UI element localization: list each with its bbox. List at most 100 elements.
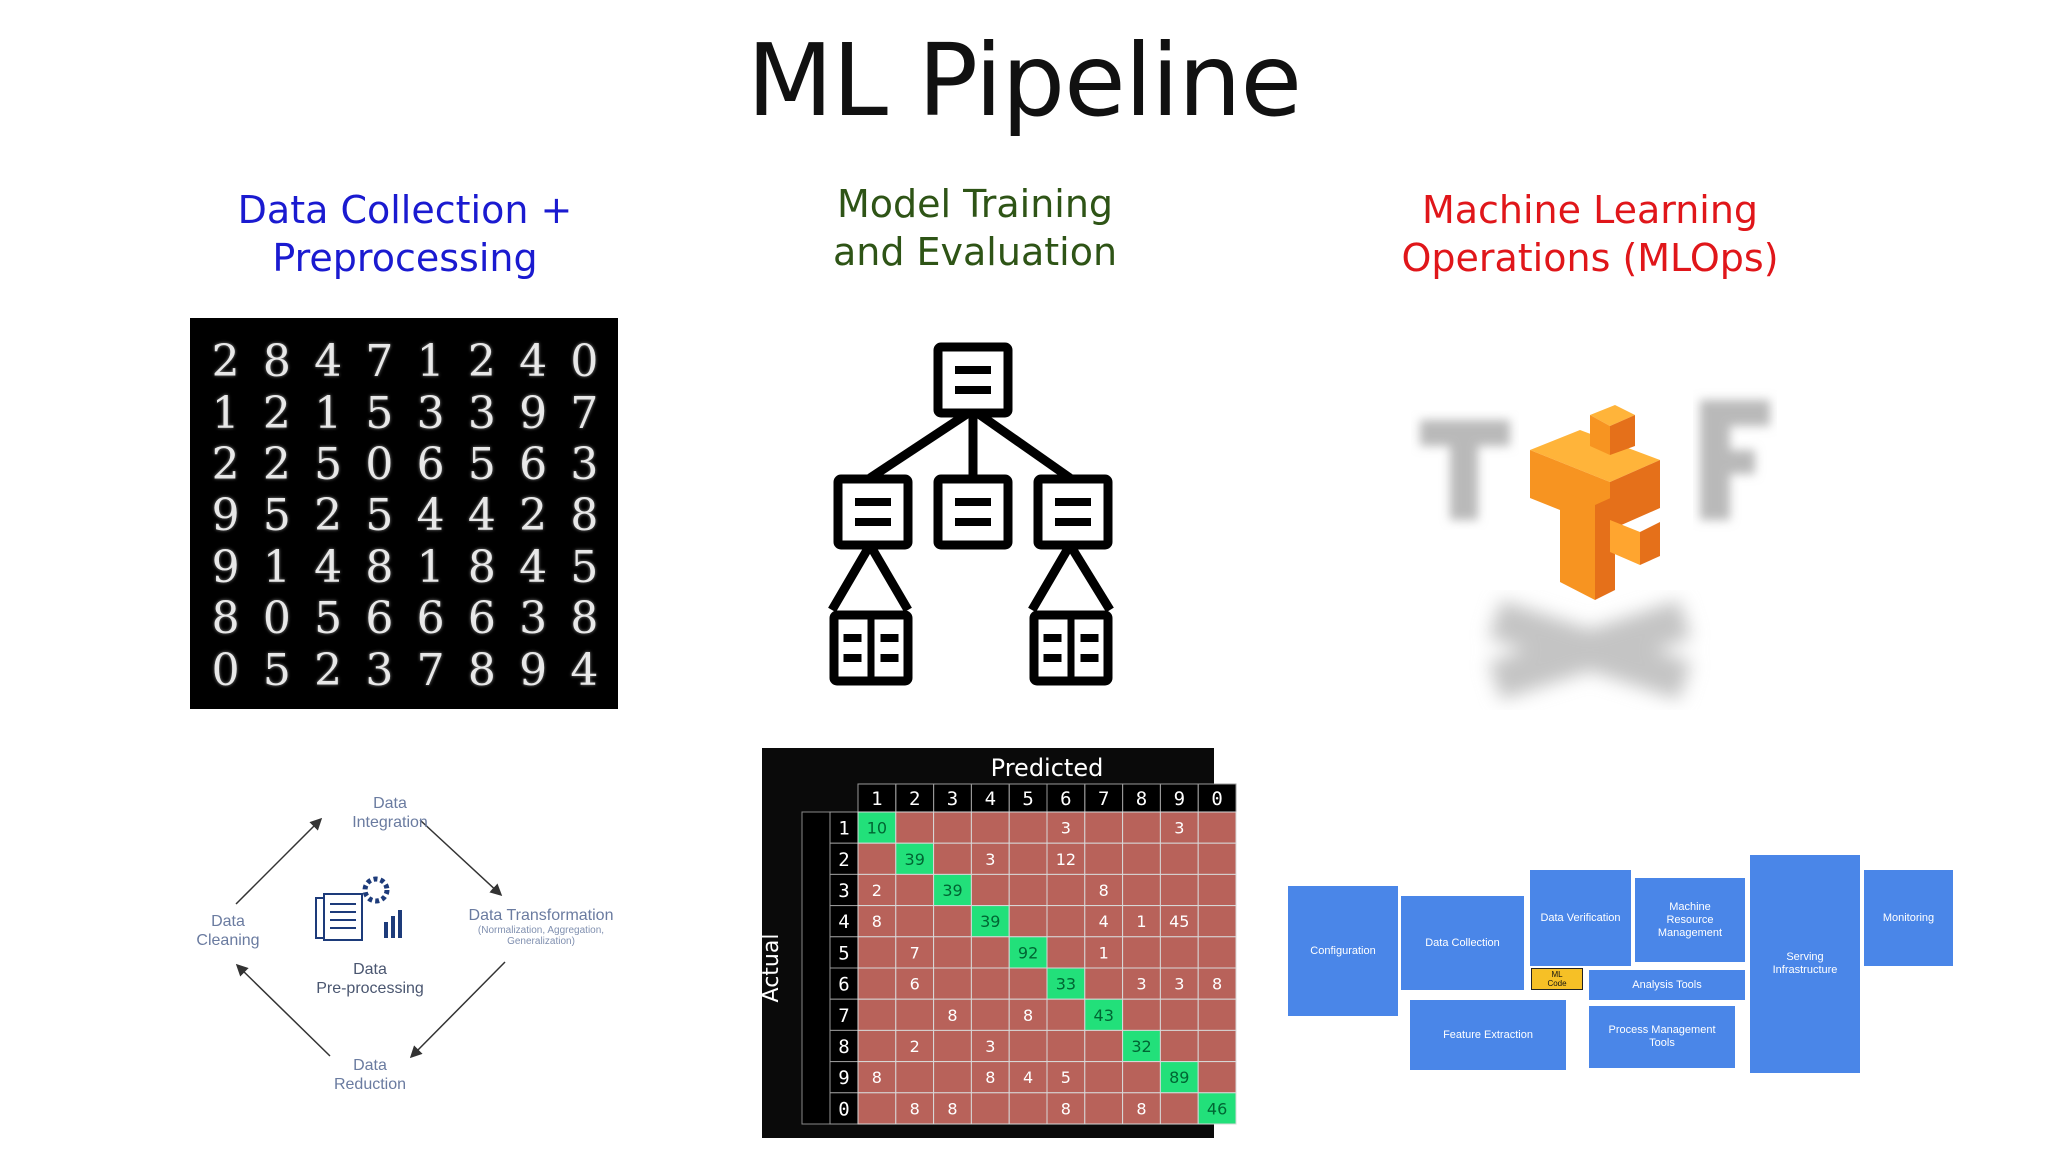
matrix-value: 1 — [1136, 912, 1146, 931]
mnist-digit: 3 — [467, 387, 496, 439]
tree-node-bar — [955, 366, 991, 374]
matrix-value: 4 — [1023, 1068, 1033, 1087]
matrix-value: 12 — [1056, 850, 1076, 869]
actual-label: Actual — [759, 934, 784, 1003]
mnist-digit: 8 — [211, 593, 240, 645]
matrix-cell — [1084, 842, 1124, 875]
matrix-cell — [1046, 936, 1086, 969]
matrix-cell — [1008, 1061, 1048, 1094]
mnist-digit: 5 — [467, 439, 496, 491]
matrix-cell — [933, 1061, 972, 1094]
matrix-cell — [1008, 998, 1048, 1031]
tensorflow-logo-svg — [1420, 400, 1770, 700]
mnist-digit: 4 — [519, 336, 548, 388]
mnist-digit: 4 — [570, 644, 599, 696]
matrix-cell — [1046, 998, 1086, 1031]
mlops-heading: Machine Learning Operations (MLOps) — [1380, 186, 1800, 282]
matrix-cell — [1084, 1092, 1124, 1125]
column-tick: 8 — [1136, 788, 1147, 810]
matrix-value: 89 — [1169, 1068, 1189, 1087]
mnist-digit: 0 — [211, 644, 240, 696]
mnist-digit: 3 — [519, 593, 548, 645]
mnist-digit: 2 — [314, 644, 343, 696]
column-tick: 4 — [985, 788, 996, 810]
matrix-cell — [1159, 1029, 1199, 1063]
tree-node-bar — [843, 654, 862, 662]
mnist-digit: 3 — [416, 387, 445, 439]
center-line1: Data — [353, 961, 387, 978]
matrix-value: 3 — [985, 1037, 995, 1056]
tf-orange-cube — [1530, 405, 1660, 600]
matrix-cell — [895, 1092, 935, 1125]
matrix-value: 5 — [1061, 1068, 1071, 1087]
mnist-digit: 8 — [467, 541, 496, 593]
matrix-cell — [933, 905, 972, 938]
cycle-arrows — [235, 817, 506, 1059]
matrix-cell — [1122, 1061, 1161, 1094]
integration-line1: Data — [373, 795, 407, 812]
matrix-cell — [1159, 842, 1199, 875]
mnist-digit: 6 — [416, 439, 445, 491]
mnist-digit: 6 — [467, 593, 496, 645]
matrix-cell — [1197, 811, 1237, 844]
matrix-cell — [857, 811, 897, 844]
matrix-cell — [970, 936, 1010, 969]
mnist-digit: 2 — [211, 336, 240, 388]
monitoring-box: Monitoring — [1864, 870, 1953, 966]
matrix-cell — [857, 842, 897, 875]
tree-node-bar — [880, 634, 899, 642]
matrix-value: 7 — [910, 943, 920, 962]
mnist-digit: 1 — [211, 387, 240, 439]
mnist-digit: 4 — [519, 541, 548, 593]
tree-node — [833, 474, 913, 550]
matrix-cell — [970, 1061, 1010, 1094]
mnist-digit: 6 — [416, 593, 445, 645]
row-header-col — [801, 811, 831, 1125]
matrix-cell — [895, 811, 935, 844]
matrix-cell — [1046, 1029, 1086, 1063]
matrix-cell — [1008, 1092, 1048, 1125]
matrix-cell — [933, 998, 972, 1031]
row-header-cell — [829, 905, 859, 938]
matrix-cell — [970, 998, 1010, 1031]
column-tick: 6 — [1060, 788, 1071, 810]
matrix-value: 46 — [1207, 1099, 1227, 1118]
matrix-value: 8 — [872, 912, 882, 931]
model-training-heading: Model Training and Evaluation — [760, 180, 1190, 276]
matrix-value: 8 — [947, 1006, 957, 1025]
matrix-cell — [1197, 873, 1237, 907]
matrix-cell — [1122, 998, 1161, 1031]
data-verification-box: Data Verification — [1530, 870, 1631, 966]
matrix-cell — [933, 811, 972, 844]
mnist-digit: 5 — [570, 541, 599, 593]
matrix-cell — [895, 1061, 935, 1094]
mnist-digit: 1 — [416, 541, 445, 593]
matrix-value: 8 — [910, 1099, 920, 1118]
matrix-cell — [895, 936, 935, 969]
matrix-value: 43 — [1094, 1006, 1114, 1025]
tree-node — [933, 342, 1013, 418]
matrix-cell — [857, 873, 897, 907]
mnist-digit: 7 — [570, 387, 599, 439]
mnist-digit: 5 — [262, 644, 291, 696]
data-cleaning-label: Data Cleaning — [180, 912, 276, 950]
row-header-cell — [829, 1092, 859, 1125]
matrix-value: 10 — [867, 819, 887, 838]
matrix-cell — [1084, 811, 1124, 844]
row-tick: 3 — [838, 880, 849, 902]
transformation-line1: Data Transformation — [468, 907, 614, 924]
matrix-value: 3 — [1136, 975, 1146, 994]
matrix-value: 3 — [1174, 819, 1184, 838]
serving-infrastructure-box: Serving Infrastructure — [1750, 855, 1860, 1073]
matrix-value: 8 — [947, 1099, 957, 1118]
matrix-cell — [1159, 873, 1199, 907]
machine-resource-box: Machine Resource Management — [1635, 878, 1745, 962]
tree-node-bar — [855, 498, 891, 506]
tree-node-bar — [1043, 654, 1062, 662]
matrix-cell — [1008, 967, 1048, 1000]
matrix-value: 8 — [1061, 1099, 1071, 1118]
matrix-cell — [1122, 936, 1161, 969]
mnist-digit: 5 — [365, 490, 394, 542]
